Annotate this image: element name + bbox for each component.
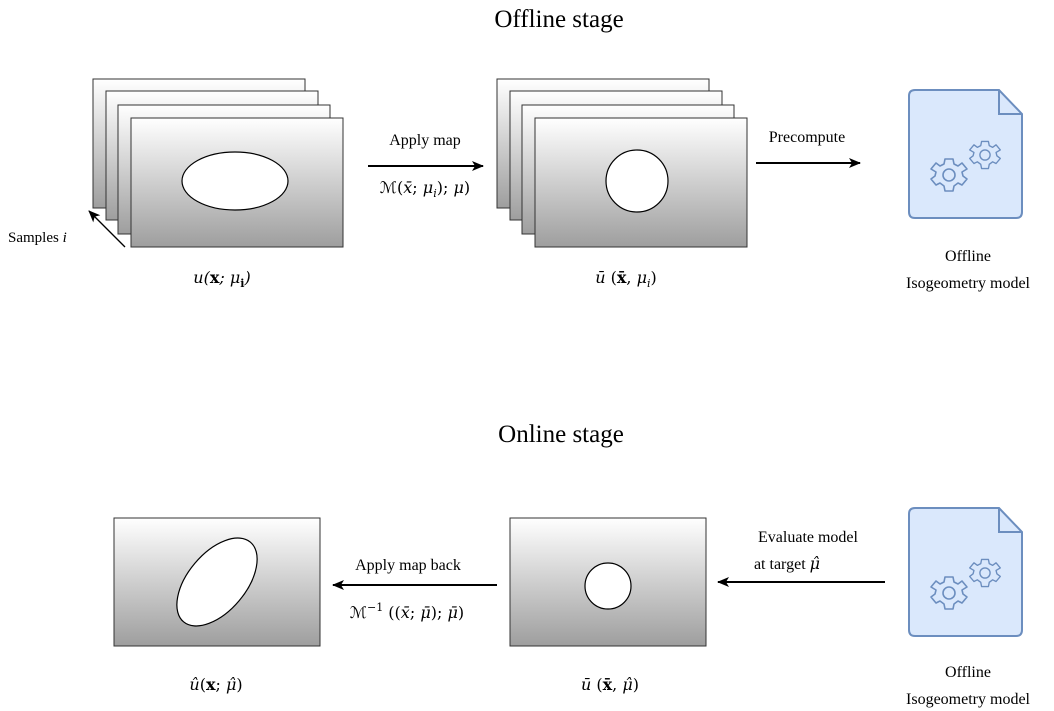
precompute-label: Precompute bbox=[769, 129, 845, 146]
samples-arrow bbox=[88, 210, 126, 248]
ellipse-hole bbox=[181, 151, 289, 211]
left-sample-caption: u(x; μi) bbox=[193, 268, 250, 290]
evaluate-label-line1: Evaluate model bbox=[758, 529, 859, 546]
sample-stack-mapped bbox=[496, 78, 748, 248]
mapped-sample-caption: ū (x̄, μi) bbox=[595, 268, 657, 290]
offline-model-caption-bottom-line1: Offline bbox=[945, 664, 991, 681]
document-gears-icon bbox=[908, 89, 1023, 219]
samples-label: Samples i bbox=[8, 230, 67, 246]
map-expression: ℳ(x̄; μi); μ) bbox=[380, 178, 470, 200]
circle-hole bbox=[605, 149, 669, 213]
apply-map-back-label: Apply map back bbox=[355, 557, 461, 574]
circle-hole bbox=[584, 562, 632, 610]
reference-caption: ū (x̄, μ̂) bbox=[581, 675, 639, 694]
reference-frame bbox=[509, 517, 707, 647]
sample-stack-left bbox=[92, 78, 344, 248]
apply-map-label: Apply map bbox=[389, 132, 461, 149]
offline-stage-title: Offline stage bbox=[494, 6, 623, 33]
evaluate-label-line2: at target μ̂ bbox=[754, 554, 820, 573]
result-frame bbox=[113, 517, 321, 647]
online-stage-title: Online stage bbox=[498, 421, 624, 448]
offline-model-caption-top-line1: Offline bbox=[945, 248, 991, 265]
rotated-ellipse-hole bbox=[176, 537, 258, 627]
result-caption: û(x; μ̂) bbox=[189, 675, 242, 694]
offline-model-caption-bottom-line2: Isogeometry model bbox=[906, 691, 1031, 708]
inverse-map-expression: ℳ−1 ((x̄; μ̄); μ̄) bbox=[350, 601, 464, 622]
offline-model-caption-top-line2: Isogeometry model bbox=[906, 275, 1031, 292]
document-gears-icon bbox=[908, 507, 1023, 637]
